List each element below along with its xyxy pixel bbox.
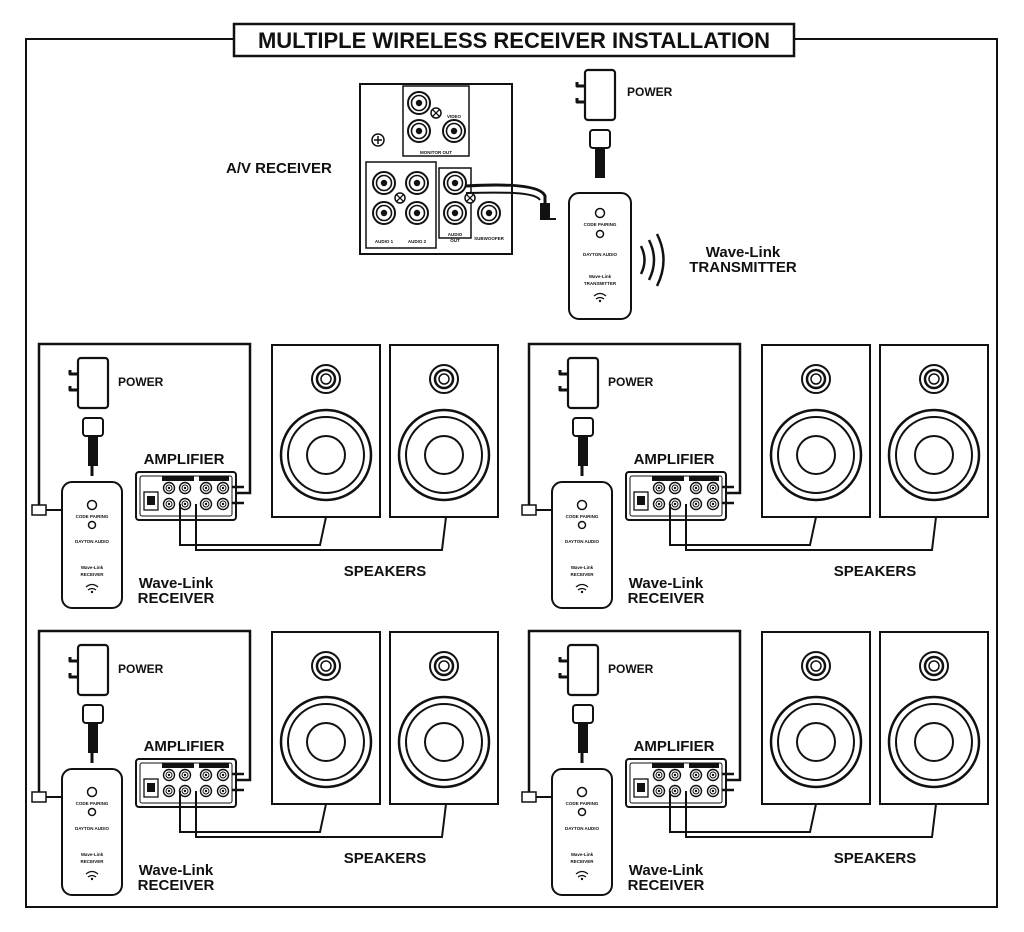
- receiver-code-pairing: CODE PAIRING: [566, 801, 599, 806]
- transmitter-label-line2: TRANSMITTER: [689, 259, 797, 276]
- receiver-label-line2: RECEIVER: [628, 590, 705, 607]
- speaker-right: [388, 630, 500, 806]
- receiver-setup-2: POWER CODE PAIRING DAYTON AUDIO Wave-Lin…: [521, 342, 990, 609]
- receiver-model: Wave-Link: [571, 852, 594, 857]
- power-label: POWER: [608, 375, 654, 389]
- transmitter-kind: TRANSMITTER: [584, 281, 617, 286]
- receiver-label-line1: Wave-Link: [139, 575, 214, 592]
- power-label: POWER: [118, 375, 164, 389]
- receiver-label-line2: RECEIVER: [138, 590, 215, 607]
- receiver-label-line1: Wave-Link: [629, 575, 704, 592]
- transmitter-model: Wave-Link: [589, 274, 612, 279]
- speakers-label: SPEAKERS: [344, 850, 427, 867]
- transmitter-power-label: POWER: [627, 85, 673, 99]
- receiver-kind: RECEIVER: [80, 859, 104, 864]
- amplifier-label: AMPLIFIER: [634, 738, 715, 755]
- av-receiver-label: A/V RECEIVER: [226, 160, 332, 177]
- receiver-setup-4: POWER CODE PAIRING DAYTON AUDIO Wave-Lin…: [521, 629, 990, 896]
- receiver-kind: RECEIVER: [80, 572, 104, 577]
- power-label: POWER: [608, 662, 654, 676]
- speaker-left: [760, 343, 872, 519]
- speakers-label: SPEAKERS: [344, 563, 427, 580]
- amplifier: [626, 759, 726, 807]
- receiver-setup-1: POWER CODE PAIRING DAYTON AUDIO Wave-Lin…: [31, 342, 500, 609]
- receiver-code-pairing: CODE PAIRING: [566, 514, 599, 519]
- audio-cable: [465, 183, 547, 215]
- speakers-label: SPEAKERS: [834, 563, 917, 580]
- receiver-brand: DAYTON AUDIO: [75, 539, 110, 544]
- panel-subwoofer-label: SUBWOOFER: [474, 236, 504, 241]
- transmitter-code-pairing: CODE PAIRING: [584, 222, 617, 227]
- receiver-brand: DAYTON AUDIO: [565, 539, 600, 544]
- panel-audio2-label: AUDIO 2: [408, 239, 427, 244]
- power-adapter: [558, 356, 600, 468]
- power-adapter: [68, 643, 110, 755]
- speaker-right: [878, 630, 990, 806]
- power-adapter: [558, 643, 600, 755]
- wireless-waves-icon: [639, 233, 665, 287]
- receiver-kind: RECEIVER: [570, 859, 594, 864]
- speaker-right: [878, 343, 990, 519]
- receiver-model: Wave-Link: [81, 565, 104, 570]
- wave-link-transmitter: CODE PAIRING DAYTON AUDIO Wave-Link TRAN…: [568, 192, 632, 320]
- panel-audio-out-label-2: OUT: [450, 238, 460, 243]
- receiver-kind: RECEIVER: [570, 572, 594, 577]
- speaker-left: [760, 630, 872, 806]
- panel-monitor-out-label: MONITOR OUT: [420, 150, 452, 155]
- receiver-label-line2: RECEIVER: [138, 877, 215, 894]
- power-adapter: [68, 356, 110, 468]
- panel-audio-out-label: AUDIO: [448, 232, 463, 237]
- receiver-code-pairing: CODE PAIRING: [76, 801, 109, 806]
- transmitter-brand: DAYTON AUDIO: [583, 252, 618, 257]
- speaker-right: [388, 343, 500, 519]
- amplifier-label: AMPLIFIER: [634, 451, 715, 468]
- receiver-label-line1: Wave-Link: [139, 862, 214, 879]
- amplifier: [136, 759, 236, 807]
- receiver-label-line1: Wave-Link: [629, 862, 704, 879]
- power-label: POWER: [118, 662, 164, 676]
- amplifier: [136, 472, 236, 520]
- receiver-model: Wave-Link: [81, 852, 104, 857]
- page-title: MULTIPLE WIRELESS RECEIVER INSTALLATION: [258, 28, 770, 53]
- panel-video-label: VIDEO: [447, 114, 462, 119]
- speaker-left: [270, 630, 382, 806]
- amplifier-label: AMPLIFIER: [144, 738, 225, 755]
- amplifier-label: AMPLIFIER: [144, 451, 225, 468]
- transmitter-power-adapter: [575, 68, 617, 180]
- speaker-left: [270, 343, 382, 519]
- title-box: [232, 22, 796, 58]
- receiver-model: Wave-Link: [571, 565, 594, 570]
- av-receiver-panel: MONITOR OUT VIDEO AUDIO 1 AUDIO 2 AUDIO …: [359, 83, 513, 255]
- transmitter-label-line1: Wave-Link: [706, 244, 781, 261]
- amplifier: [626, 472, 726, 520]
- receiver-brand: DAYTON AUDIO: [75, 826, 110, 831]
- speakers-label: SPEAKERS: [834, 850, 917, 867]
- receiver-setup-3: POWER CODE PAIRING DAYTON AUDIO Wave-Lin…: [31, 629, 500, 896]
- receiver-code-pairing: CODE PAIRING: [76, 514, 109, 519]
- panel-audio1-label: AUDIO 1: [375, 239, 394, 244]
- receiver-label-line2: RECEIVER: [628, 877, 705, 894]
- receiver-brand: DAYTON AUDIO: [565, 826, 600, 831]
